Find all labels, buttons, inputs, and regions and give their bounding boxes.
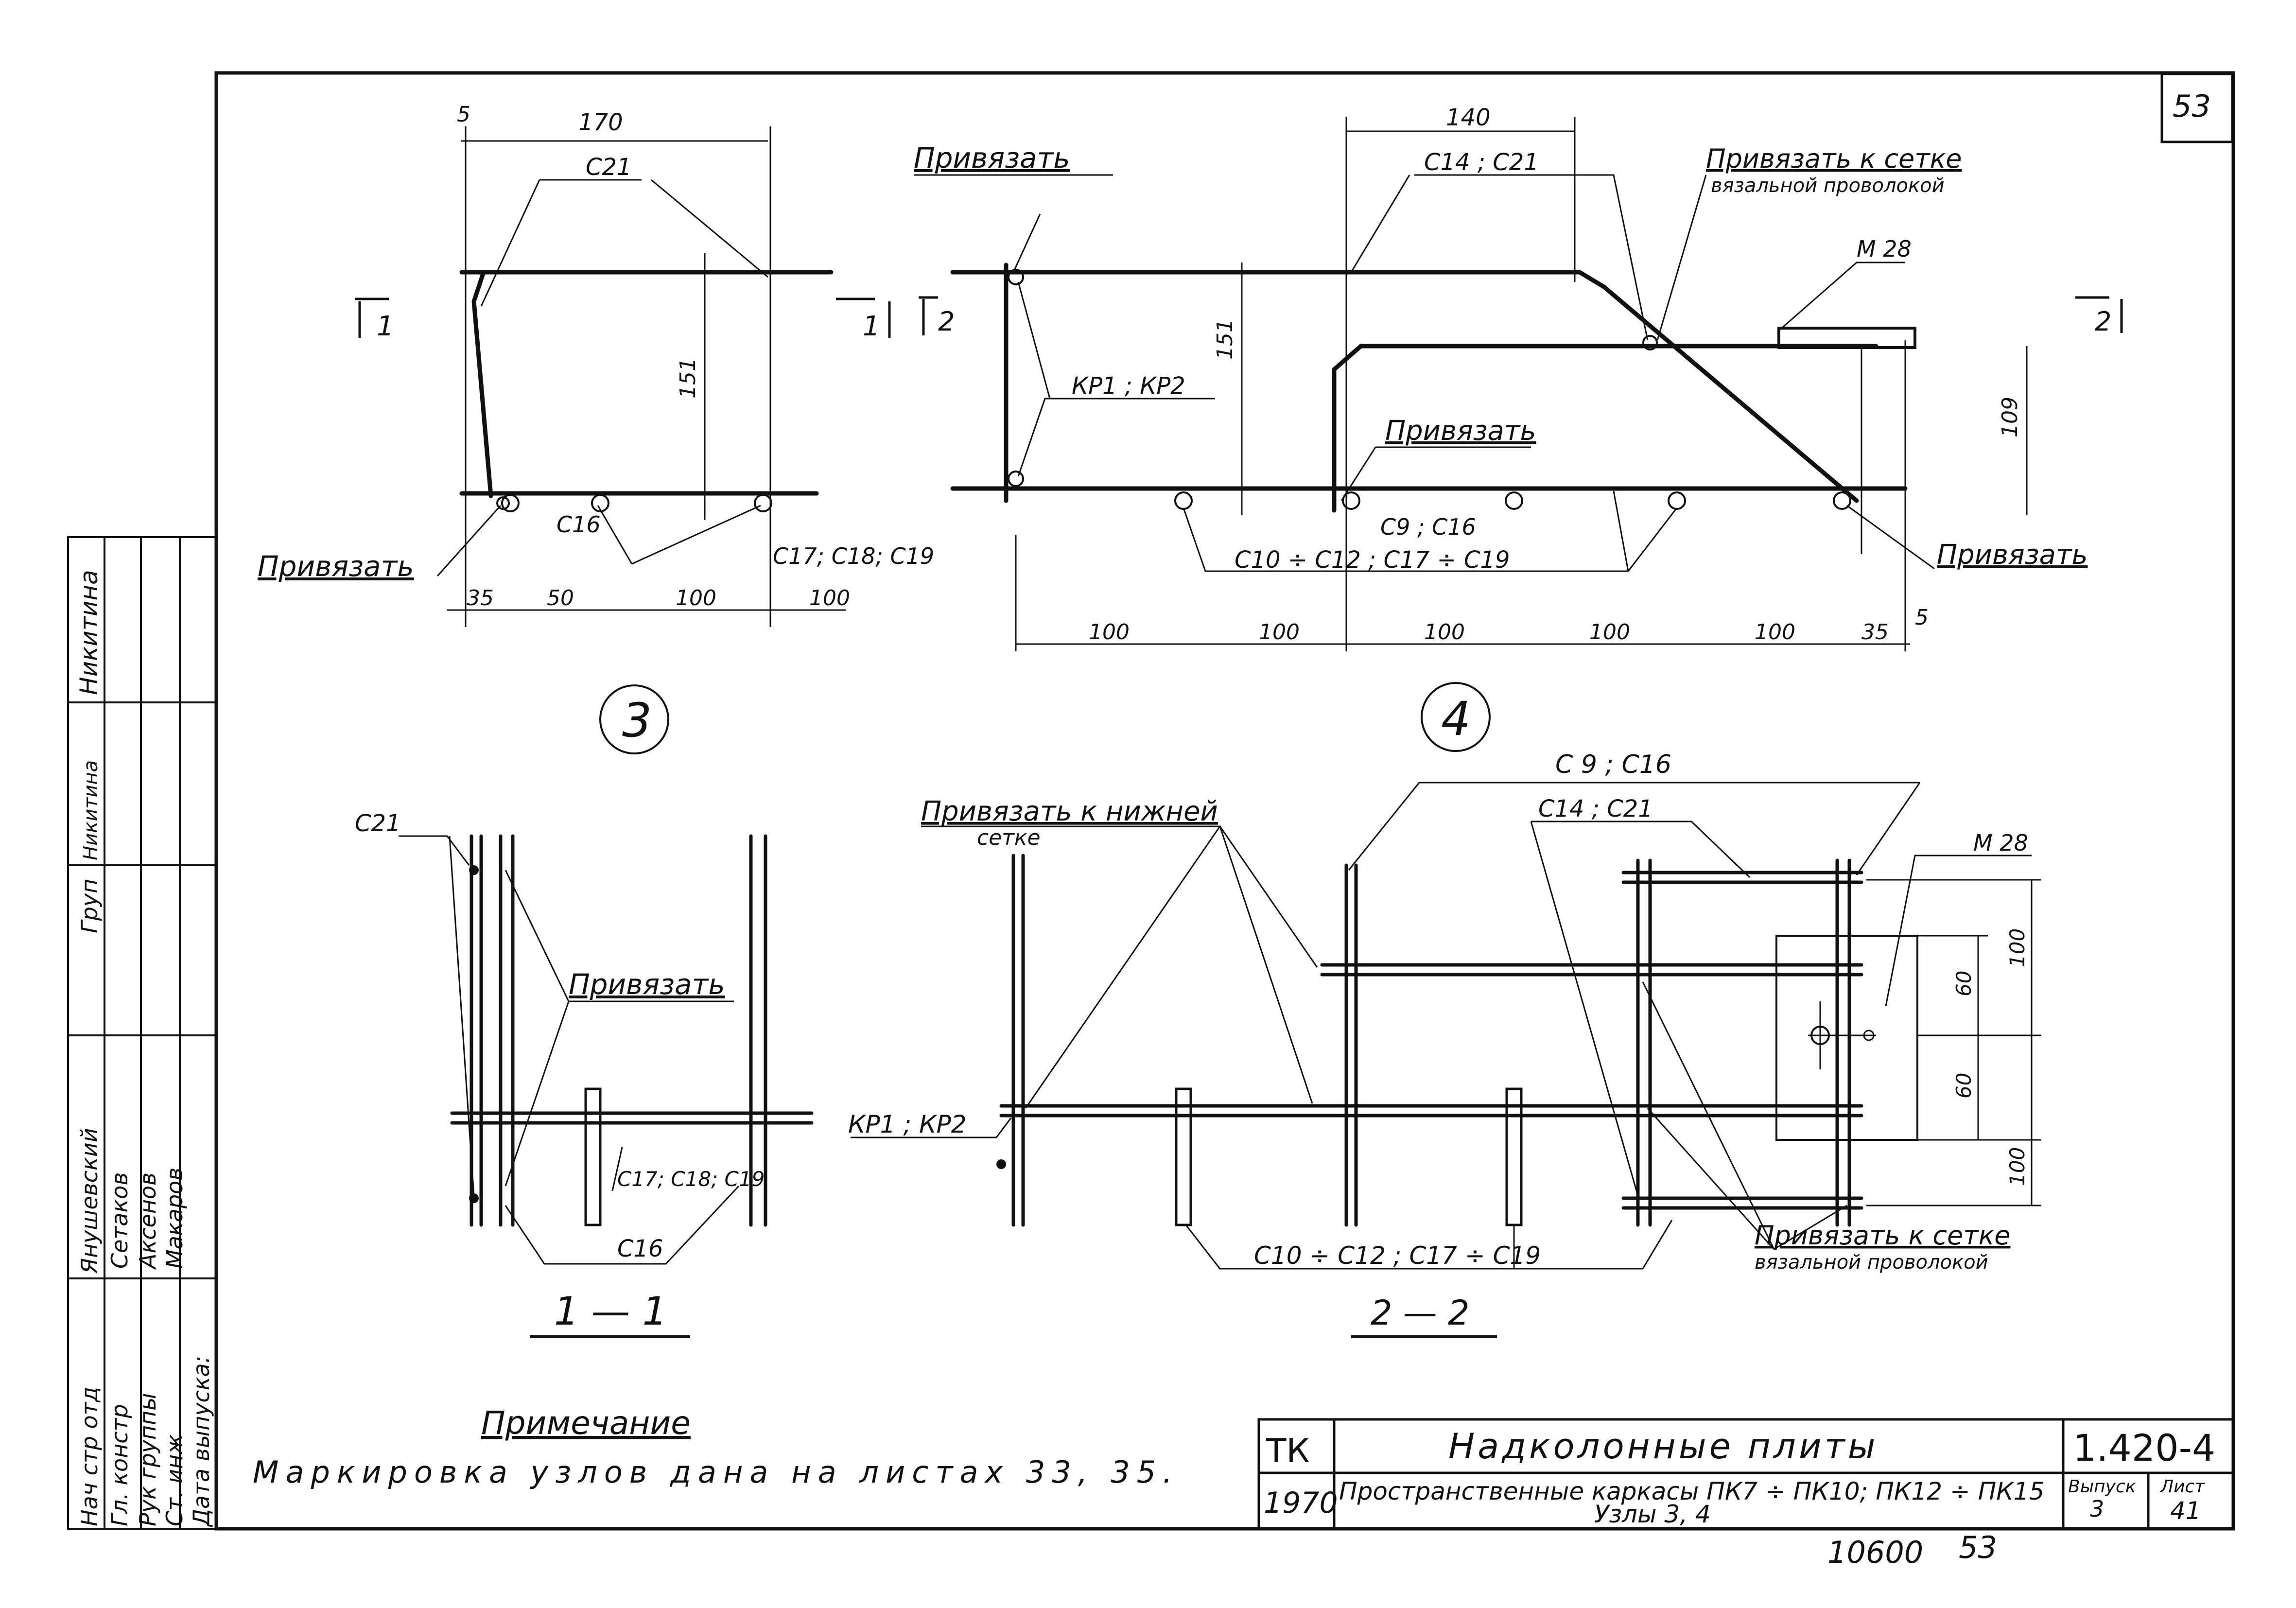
- section22-label-c14c21: С14 ; С21: [1538, 795, 1653, 822]
- node3-label-c17: С17; С18; С19: [773, 543, 934, 569]
- node4-label-151: 151: [1213, 319, 1237, 360]
- title-block-subtitle-1: Пространственные каркасы ПК7 ÷ ПК10; ПК1…: [1339, 1477, 2044, 1505]
- section-2-2-title: 2 — 2: [1371, 1293, 1470, 1333]
- node4-label-c10c19: С10 ÷ С12 ; С17 ÷ С19: [1235, 546, 1510, 574]
- node-4-number: 4: [1441, 692, 1471, 746]
- stamp-role-2: Гл. констр: [106, 1404, 133, 1526]
- section-1-mark-left: 1: [377, 311, 394, 342]
- archive-number: 10600: [1827, 1535, 1923, 1570]
- section22-dim-100b: 100: [2005, 1147, 2029, 1186]
- stamp-name-1: Янушевский: [76, 1128, 103, 1274]
- node4-dim-100a: 100: [1089, 620, 1130, 645]
- node4-dim-100e: 100: [1755, 620, 1795, 645]
- section11-label-c21: С21: [355, 810, 401, 837]
- title-block-title: Надколонные плиты: [1448, 1426, 1879, 1467]
- node3-dim-50: 50: [547, 586, 574, 611]
- title-block: [1257, 1418, 2235, 1530]
- section-1-1-title: 1 — 1: [554, 1289, 667, 1334]
- node4-label-privyazat-mid: Привязать: [1385, 415, 1536, 447]
- node-3-elevation: [436, 126, 846, 627]
- node4-dim-35: 35: [1861, 620, 1889, 645]
- node4-label-109: 109: [1998, 397, 2022, 437]
- section-1-marks: [355, 297, 891, 338]
- sheet-number: 53: [2173, 88, 2211, 124]
- node4-dim-140: 140: [1446, 104, 1491, 131]
- section-1-mark-right: 1: [863, 311, 880, 342]
- title-block-subtitle-2: Узлы 3, 4: [1594, 1500, 1711, 1528]
- section-1-1-drawing: [399, 834, 814, 1338]
- section22-label-kr1kr2: КР1 ; КР2: [848, 1110, 967, 1138]
- stamp-top-2: Никитина: [80, 760, 102, 860]
- node-3-number: 3: [622, 693, 652, 748]
- stamp-grid: [67, 536, 217, 1530]
- node4-label-privyazat-right: Привязать: [1937, 539, 2087, 571]
- node3-dim-100a: 100: [676, 586, 716, 611]
- section22-label-c10c19: С10 ÷ С12 ; С17 ÷ С19: [1254, 1241, 1541, 1270]
- node4-dim-100c: 100: [1424, 620, 1465, 645]
- node3-dim-35: 35: [467, 586, 494, 611]
- section22-tie-lower-2: сетке: [977, 825, 1041, 850]
- stamp-name-3: Аксенов: [135, 1172, 161, 1270]
- node4-label-kr1kr2: КР1 ; КР2: [1072, 372, 1185, 400]
- section11-label-c17: С17; С18; С19: [617, 1167, 765, 1191]
- node3-dim-100b: 100: [809, 586, 850, 611]
- section22-dim-100a: 100: [2005, 928, 2029, 967]
- section22-label-m28: М 28: [1973, 830, 2028, 856]
- section-2-marks: [919, 296, 2123, 335]
- node4-dim-100d: 100: [1589, 620, 1630, 645]
- title-block-issue-label: Выпуск: [2068, 1477, 2136, 1497]
- title-block-tk: ТК: [1266, 1432, 1310, 1470]
- node4-label-privyazat-top: Привязать: [914, 141, 1070, 175]
- stamp-role-1: Нач стр отд: [76, 1387, 103, 1526]
- section22-label-c9c16: С 9 ; С16: [1555, 750, 1671, 779]
- section11-label-c16: С16: [617, 1235, 663, 1262]
- node3-label-privyazat: Привязать: [258, 550, 414, 583]
- stamp-role-5: Дата выпуска:: [188, 1356, 214, 1527]
- stamp-name-4: Макаров: [161, 1168, 188, 1269]
- archive-sheet: 53: [1959, 1530, 1997, 1565]
- node4-tie-note-2: вязальной проволокой: [1711, 175, 1945, 197]
- node3-dim-5: 5: [457, 102, 470, 127]
- node-4-circle: [1421, 682, 1491, 752]
- node4-label-c9c16: С9 ; С16: [1380, 514, 1476, 540]
- section-2-2-drawing: [851, 782, 2041, 1338]
- stamp-top-3: Груп: [76, 879, 103, 933]
- node4-label-m28: М 28: [1857, 236, 1912, 262]
- stamp-top-1: Никитина: [75, 570, 103, 695]
- stamp-text: Нач стр отд Гл. констр Рук группы Ст. ин…: [75, 570, 214, 1527]
- node4-dim-5: 5: [1915, 605, 1929, 630]
- section22-dim-60b: 60: [1952, 1073, 1976, 1099]
- node3-label-151: 151: [676, 358, 700, 399]
- drawing-frame: [214, 71, 2235, 1531]
- stamp-role-4: Ст. инж: [161, 1434, 188, 1526]
- section-2-mark-left: 2: [938, 306, 955, 337]
- node3-dim-170: 170: [578, 109, 623, 136]
- section22-dim-60a: 60: [1952, 971, 1976, 996]
- stamp-name-2: Сетаков: [106, 1172, 133, 1269]
- title-block-sheet-label: Лист: [2159, 1477, 2205, 1497]
- node4-label-c14c21: С14 ; С21: [1424, 149, 1539, 176]
- note-text: Маркировка узлов дана на листах 33, 35.: [253, 1454, 1179, 1490]
- note-heading: Примечание: [481, 1404, 691, 1442]
- title-block-sheet-value: 41: [2170, 1497, 2201, 1525]
- node3-label-c16: С16: [557, 511, 601, 538]
- section22-tie-note-1: Привязать к сетке: [1755, 1220, 2011, 1251]
- section22-tie-lower-1: Привязать к нижней: [921, 796, 1218, 827]
- stamp-role-3: Рук группы: [135, 1393, 161, 1526]
- node4-dim-100b: 100: [1259, 620, 1300, 645]
- section22-tie-note-2: вязальной проволокой: [1755, 1251, 1988, 1274]
- section11-label-privyazat: Привязать: [569, 968, 725, 1001]
- sheet-number-box: [2160, 72, 2234, 143]
- node4-tie-note-1: Привязать к сетке: [1706, 143, 1962, 174]
- node3-label-c21: С21: [586, 154, 632, 181]
- title-block-year: 1970: [1264, 1486, 1338, 1520]
- title-block-issue-value: 3: [2090, 1496, 2104, 1522]
- node-3-circle: [599, 684, 669, 754]
- section-2-mark-right: 2: [2095, 306, 2111, 337]
- node-4-elevation: [914, 117, 2028, 651]
- title-block-doc-code: 1.420-4: [2073, 1426, 2215, 1469]
